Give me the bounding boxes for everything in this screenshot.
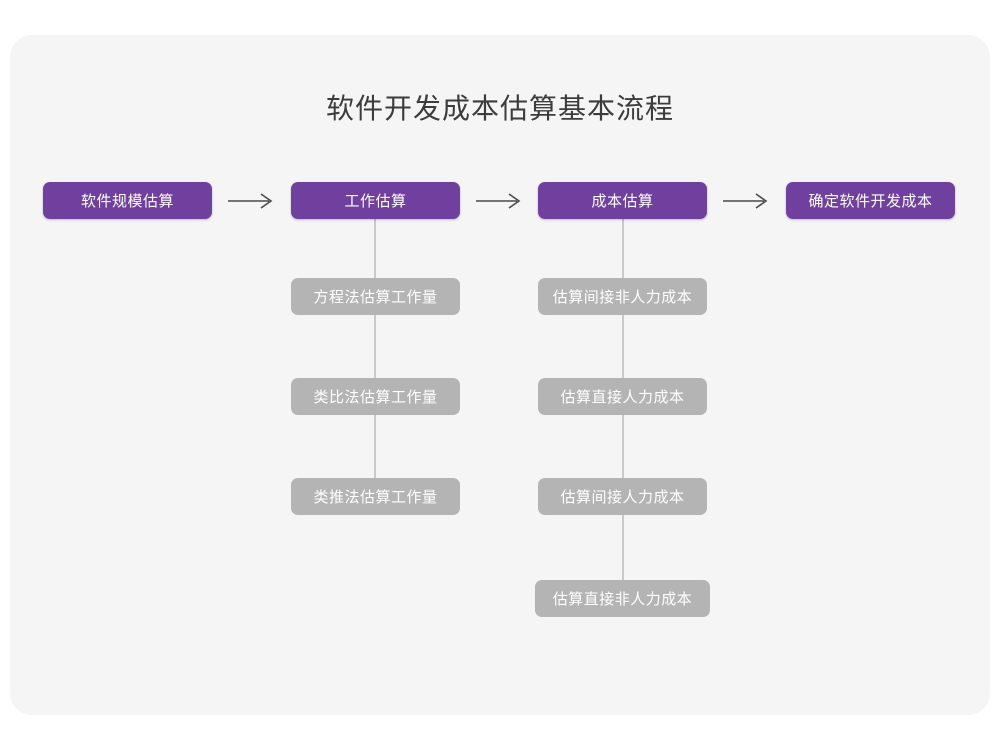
arrow-step3-to-step4 — [719, 186, 775, 216]
node-step4-label: 确定软件开发成本 — [808, 193, 933, 210]
diagram-card — [10, 35, 990, 715]
node-step4[interactable]: 确定软件开发成本 — [786, 182, 955, 219]
node-step2-sub2[interactable]: 类比法估算工作量 — [291, 378, 460, 415]
node-step3-label: 成本估算 — [591, 193, 654, 210]
diagram-title: 软件开发成本估算基本流程 — [325, 93, 674, 124]
node-step2-sub1[interactable]: 方程法估算工作量 — [291, 278, 460, 315]
node-step2-sub1-label: 方程法估算工作量 — [313, 289, 438, 306]
node-step3-sub2[interactable]: 估算直接人力成本 — [538, 378, 707, 415]
node-step3-sub2-label: 估算直接人力成本 — [560, 389, 685, 406]
node-step1-label: 软件规模估算 — [80, 193, 174, 210]
node-step2[interactable]: 工作估算 — [291, 182, 460, 219]
node-step3-sub1[interactable]: 估算间接非人力成本 — [538, 278, 707, 315]
node-step2-sub2-label: 类比法估算工作量 — [313, 389, 438, 406]
node-step3[interactable]: 成本估算 — [538, 182, 707, 219]
connector-line-column-2 — [374, 216, 376, 501]
node-step2-sub3[interactable]: 类推法估算工作量 — [291, 478, 460, 515]
node-step2-label: 工作估算 — [344, 193, 407, 210]
node-step3-sub4-label: 估算直接非人力成本 — [552, 591, 693, 608]
arrow-step1-to-step2 — [224, 186, 280, 216]
node-step3-sub3-label: 估算间接人力成本 — [560, 489, 685, 506]
arrow-step2-to-step3 — [472, 186, 528, 216]
node-step1[interactable]: 软件规模估算 — [43, 182, 212, 219]
node-step3-sub1-label: 估算间接非人力成本 — [552, 289, 693, 306]
node-step2-sub3-label: 类推法估算工作量 — [313, 489, 438, 506]
node-step3-sub4[interactable]: 估算直接非人力成本 — [535, 580, 710, 617]
node-step3-sub3[interactable]: 估算间接人力成本 — [538, 478, 707, 515]
